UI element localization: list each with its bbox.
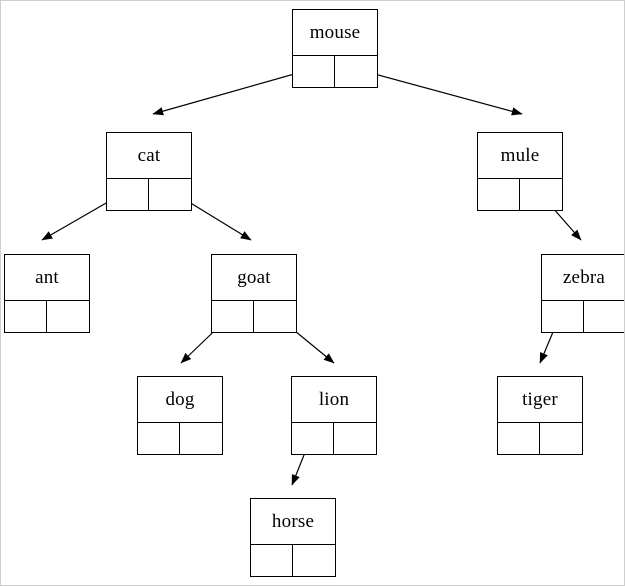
tree-node-mouse[interactable]: mouse: [292, 9, 378, 88]
node-pointers-dog: [138, 422, 222, 454]
node-right-pointer-mouse[interactable]: [335, 56, 377, 87]
node-left-pointer-zebra[interactable]: [542, 301, 584, 332]
node-label-dog: dog: [165, 389, 195, 410]
node-right-pointer-goat[interactable]: [254, 301, 296, 332]
node-left-pointer-mouse[interactable]: [293, 56, 335, 87]
node-pointers-ant: [5, 300, 89, 332]
node-pointers-horse: [251, 544, 335, 576]
tree-node-lion[interactable]: lion: [291, 376, 377, 455]
node-right-pointer-dog[interactable]: [180, 423, 222, 454]
node-label-horse: horse: [271, 511, 315, 532]
node-label-tiger: tiger: [522, 389, 558, 410]
node-pointers-lion: [292, 422, 376, 454]
node-right-pointer-mule[interactable]: [520, 179, 562, 210]
node-left-pointer-dog[interactable]: [138, 423, 180, 454]
tree-node-cat[interactable]: cat: [106, 132, 192, 211]
node-left-pointer-tiger[interactable]: [498, 423, 540, 454]
node-right-pointer-horse[interactable]: [293, 545, 335, 576]
tree-node-horse[interactable]: horse: [250, 498, 336, 577]
node-label-zebra: zebra: [562, 267, 606, 288]
node-pointers-mule: [478, 178, 562, 210]
tree-node-tiger[interactable]: tiger: [497, 376, 583, 455]
node-label-mouse: mouse: [309, 22, 361, 43]
node-label-goat: goat: [237, 267, 271, 288]
node-right-pointer-zebra[interactable]: [584, 301, 624, 332]
tree-node-goat[interactable]: goat: [211, 254, 297, 333]
node-label-mule: mule: [500, 145, 540, 166]
tree-node-zebra[interactable]: zebra: [541, 254, 624, 333]
node-left-pointer-lion[interactable]: [292, 423, 334, 454]
node-pointers-tiger: [498, 422, 582, 454]
tree-node-dog[interactable]: dog: [137, 376, 223, 455]
node-left-pointer-ant[interactable]: [5, 301, 47, 332]
node-label-cat: cat: [137, 145, 161, 166]
node-pointers-cat: [107, 178, 191, 210]
tree-node-mule[interactable]: mule: [477, 132, 563, 211]
node-pointers-zebra: [542, 300, 624, 332]
node-left-pointer-cat[interactable]: [107, 179, 149, 210]
node-right-pointer-ant[interactable]: [47, 301, 89, 332]
tree-node-ant[interactable]: ant: [4, 254, 90, 333]
node-right-pointer-cat[interactable]: [149, 179, 191, 210]
edge-mouse-left-cat: [152, 68, 313, 116]
node-left-pointer-goat[interactable]: [212, 301, 254, 332]
node-right-pointer-tiger[interactable]: [540, 423, 582, 454]
edge-mouse-right-mule: [355, 68, 523, 116]
node-pointers-goat: [212, 300, 296, 332]
node-left-pointer-mule[interactable]: [478, 179, 520, 210]
node-left-pointer-horse[interactable]: [251, 545, 293, 576]
node-label-ant: ant: [35, 267, 59, 288]
node-right-pointer-lion[interactable]: [334, 423, 376, 454]
node-label-lion: lion: [318, 389, 350, 410]
node-pointers-mouse: [293, 55, 377, 87]
